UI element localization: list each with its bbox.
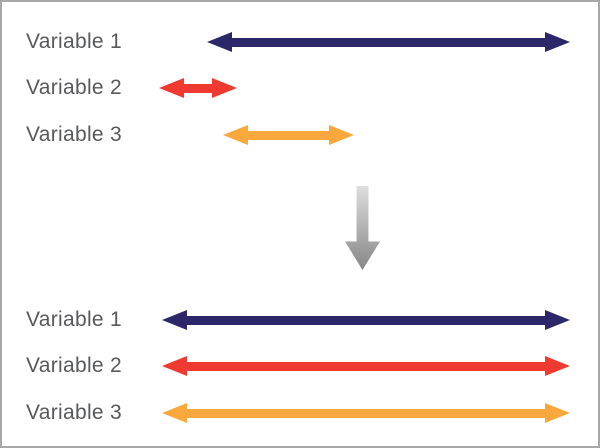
arrow-right-head-icon <box>212 78 237 98</box>
down-arrow-icon <box>345 186 380 270</box>
before-variable-3-label: Variable 3 <box>26 123 123 146</box>
arrow-left-head-icon <box>223 125 248 145</box>
arrow-shaft <box>187 408 545 418</box>
after-variable-1-label: Variable 1 <box>26 308 123 331</box>
arrow-left-head-icon <box>162 403 187 423</box>
after-variable-3-range-arrow <box>162 403 570 423</box>
before-variable-3-range-arrow <box>223 125 354 145</box>
after-variable-2-label: Variable 2 <box>26 354 123 377</box>
after-variable-1-range-arrow <box>162 310 570 330</box>
arrow-left-head-icon <box>162 310 187 330</box>
before-variable-2-range-arrow <box>159 78 237 98</box>
arrow-shaft <box>187 315 545 325</box>
arrow-left-head-icon <box>159 78 184 98</box>
arrow-right-head-icon <box>545 356 570 376</box>
after-variable-3-label: Variable 3 <box>26 401 123 424</box>
arrow-left-head-icon <box>162 356 187 376</box>
after-variable-2-range-arrow <box>162 356 570 376</box>
before-variable-2-label: Variable 2 <box>26 76 123 99</box>
arrow-right-head-icon <box>545 310 570 330</box>
before-variable-1-range-arrow <box>207 32 570 52</box>
arrow-shaft <box>187 361 545 371</box>
arrow-shaft <box>248 130 329 140</box>
arrow-shaft <box>232 37 545 47</box>
arrow-right-head-icon <box>545 32 570 52</box>
arrow-left-head-icon <box>207 32 232 52</box>
arrow-right-head-icon <box>329 125 354 145</box>
before-variable-1-label: Variable 1 <box>26 30 123 53</box>
arrow-right-head-icon <box>545 403 570 423</box>
arrow-shaft <box>184 83 212 93</box>
